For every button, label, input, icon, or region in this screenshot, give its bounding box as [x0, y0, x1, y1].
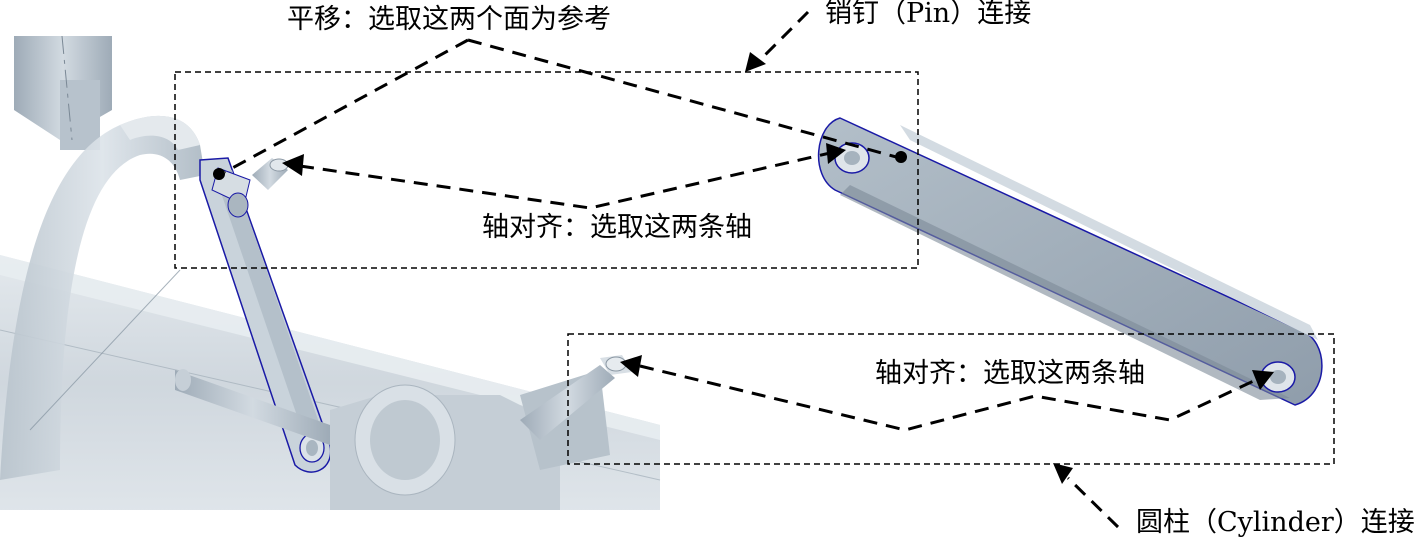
label-axis-align-bottom: 轴对齐：选取这两条轴: [875, 358, 1145, 389]
pin-connection-box: [174, 71, 919, 269]
right-link-bar: [817, 117, 1323, 406]
arrow-axis-top-left: [282, 154, 304, 176]
ref-point-right: [895, 151, 907, 163]
label-axis-align-top: 轴对齐：选取这两条轴: [482, 212, 752, 243]
arrow-pin: [745, 52, 766, 72]
leader-pin: [758, 10, 810, 62]
label-pin-connection: 销钉（Pin）连接: [825, 0, 1032, 29]
fork-yoke: [0, 115, 205, 480]
cylinder-connection-box: [567, 333, 1335, 465]
arrow-axis-top-right: [826, 143, 846, 164]
leader-axis-bottom: [639, 364, 1261, 432]
cross-rod: [175, 369, 330, 445]
leader-translation-left: [224, 38, 469, 174]
piston-block: [330, 370, 610, 510]
ref-point-left: [213, 168, 225, 180]
arrow-cylinder: [1053, 463, 1073, 484]
vertical-rod: [14, 35, 112, 150]
leader-axis-top: [299, 151, 831, 210]
arrow-axis-bottom-right: [1252, 370, 1274, 390]
arrow-axis-bottom-left: [620, 355, 642, 377]
label-cylinder-connection: 圆柱（Cylinder）连接: [1136, 507, 1415, 538]
fork-pin-top: [252, 158, 289, 190]
label-translation-reference: 平移：选取这两个面为参考: [287, 4, 611, 35]
leader-translation-right: [467, 38, 901, 160]
leader-cylinder: [1066, 476, 1120, 529]
